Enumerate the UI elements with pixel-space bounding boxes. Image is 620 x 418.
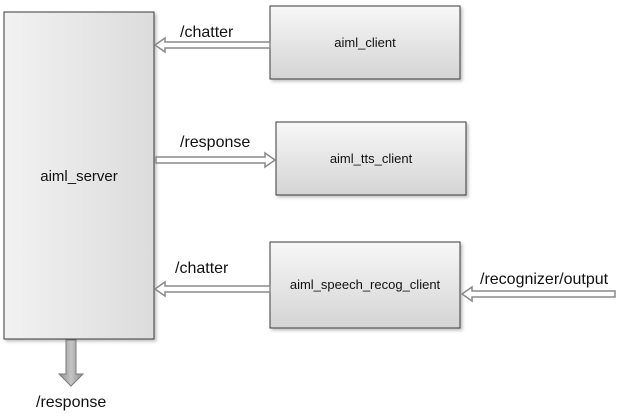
client-box [269, 5, 461, 80]
recognizer-output-arrow-shape [460, 285, 616, 303]
server-label: aiml_server [40, 168, 118, 185]
chatter-bottom-label: /chatter [175, 260, 229, 277]
tts-client-label: aiml_tts_client [330, 151, 413, 166]
server-node: aiml_server [3, 11, 155, 340]
speech-recog-client-node: aiml_speech_recog_client [269, 241, 461, 329]
tts-client-box [275, 121, 467, 196]
tts-client-node: aiml_tts_client [275, 121, 467, 196]
chatter-arrow-top-shape [153, 36, 271, 54]
chatter-arrow-bottom-shape [153, 280, 271, 298]
chatter-top-label: /chatter [180, 24, 234, 41]
chatter-arrow-top: /chatter [153, 24, 271, 54]
recognizer-output-label: /recognizer/output [480, 271, 609, 288]
response-mid-label: /response [180, 134, 250, 151]
server-box [3, 11, 155, 340]
response-arrow-mid-shape [155, 151, 277, 169]
response-arrow-out: /response [36, 339, 106, 411]
speech-recog-client-box [269, 241, 461, 329]
response-arrow-mid: /response [155, 134, 277, 169]
response-out-label: /response [36, 394, 106, 411]
client-label: aiml_client [334, 35, 396, 50]
response-arrow-out-shape [57, 339, 85, 387]
chatter-arrow-bottom: /chatter [153, 260, 271, 298]
speech-recog-client-label: aiml_speech_recog_client [290, 277, 441, 292]
client-node: aiml_client [269, 5, 461, 80]
recognizer-output-arrow: /recognizer/output [460, 271, 616, 303]
